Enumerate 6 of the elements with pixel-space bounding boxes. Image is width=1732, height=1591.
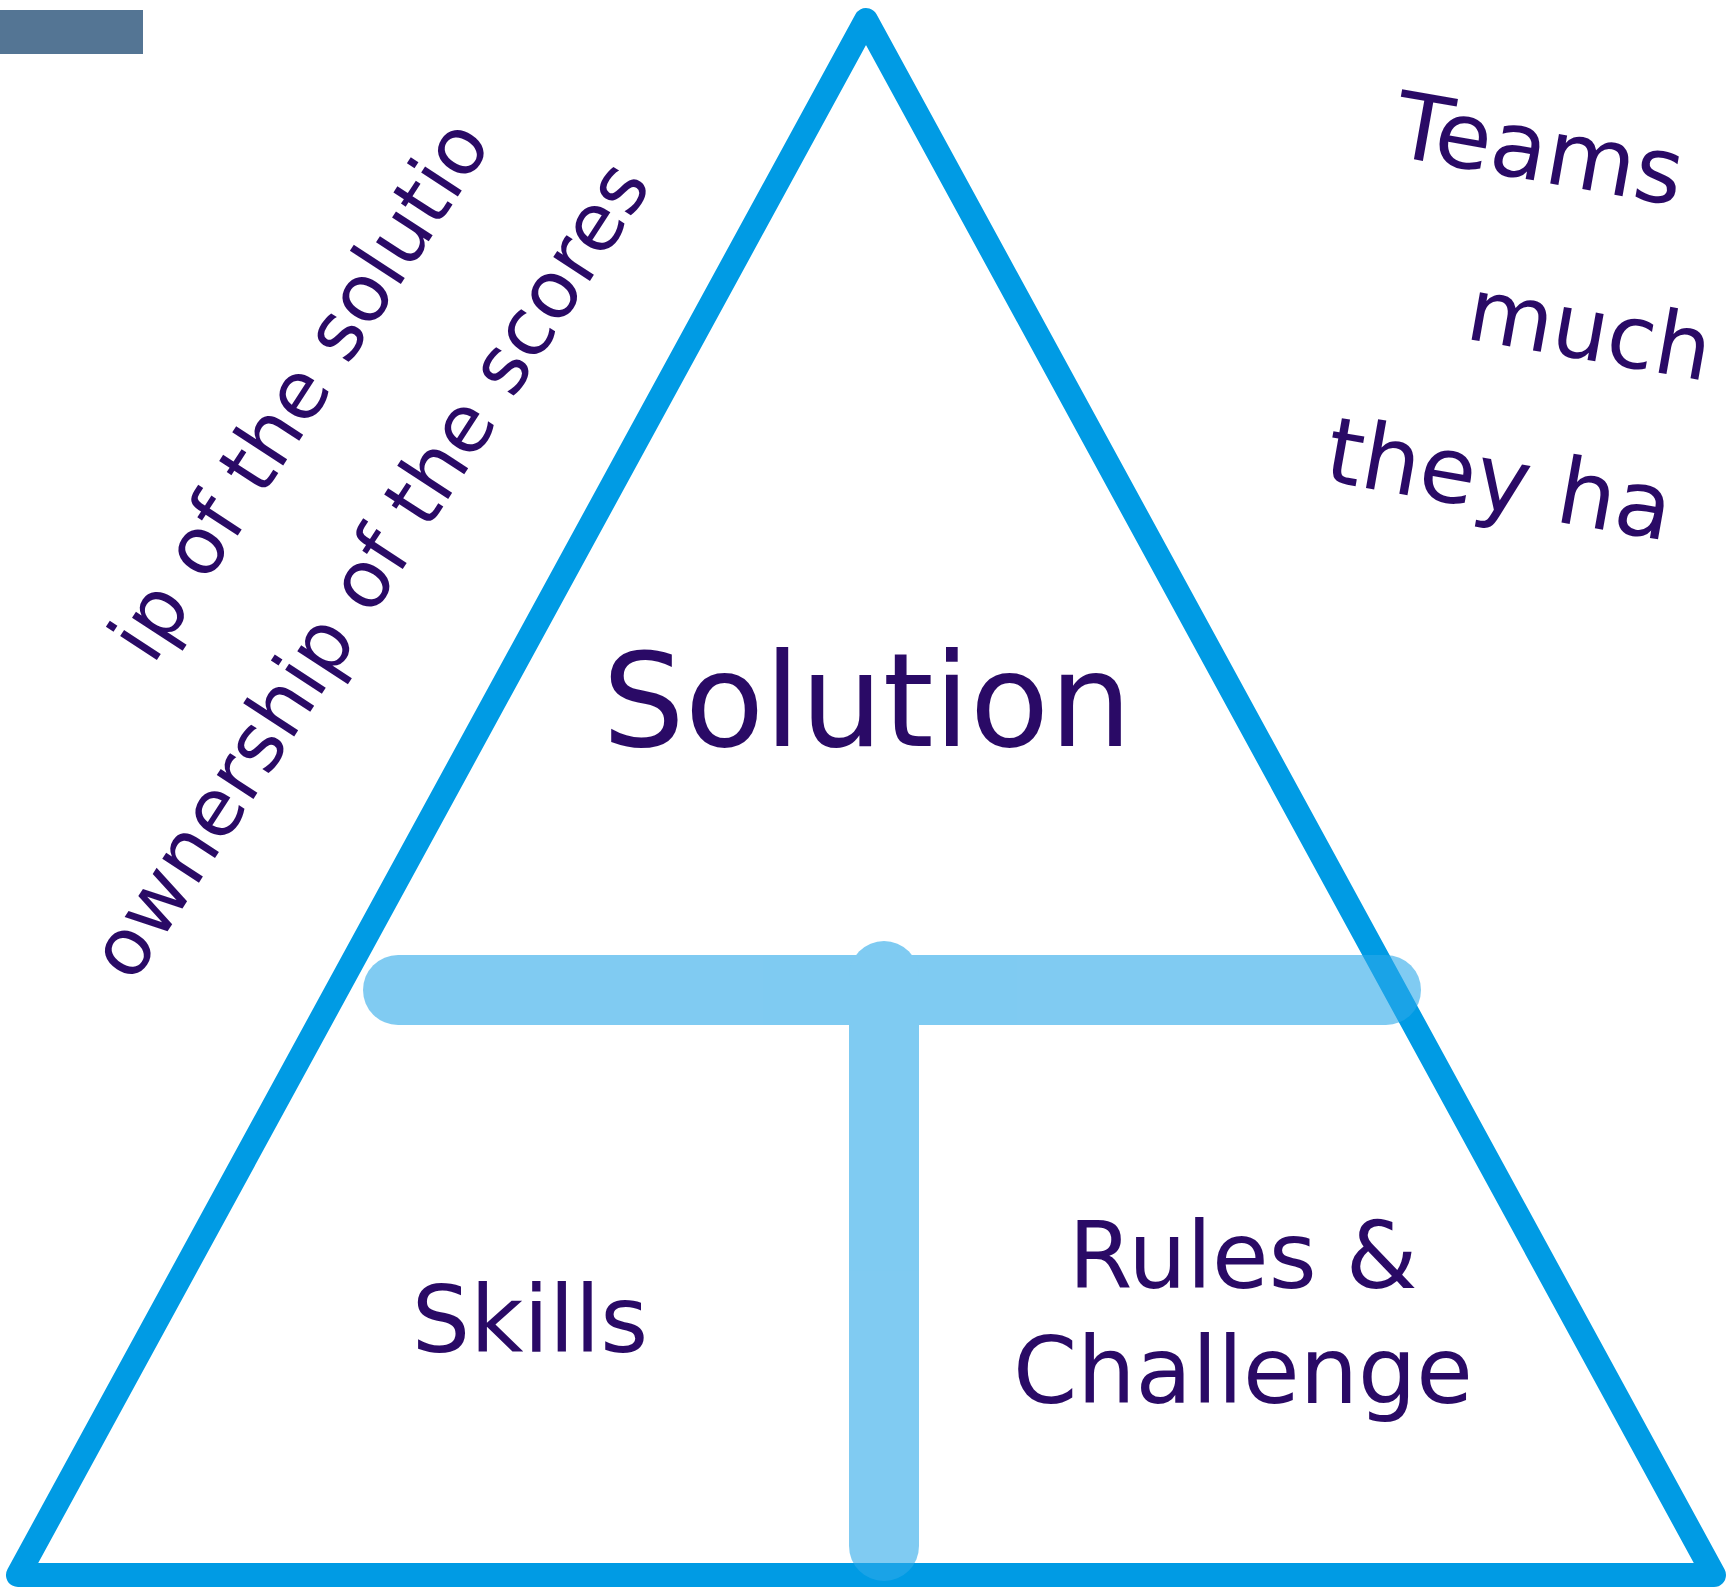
handwritten-note: Teams [1387, 74, 1693, 226]
heading-label: Solution [601, 623, 1133, 779]
handwritten-note: they ha [1319, 399, 1681, 561]
handwritten-note: much [1460, 261, 1720, 399]
region-label: Skills [410, 1265, 650, 1376]
region-label: Rules & Challenge [1012, 1202, 1474, 1427]
